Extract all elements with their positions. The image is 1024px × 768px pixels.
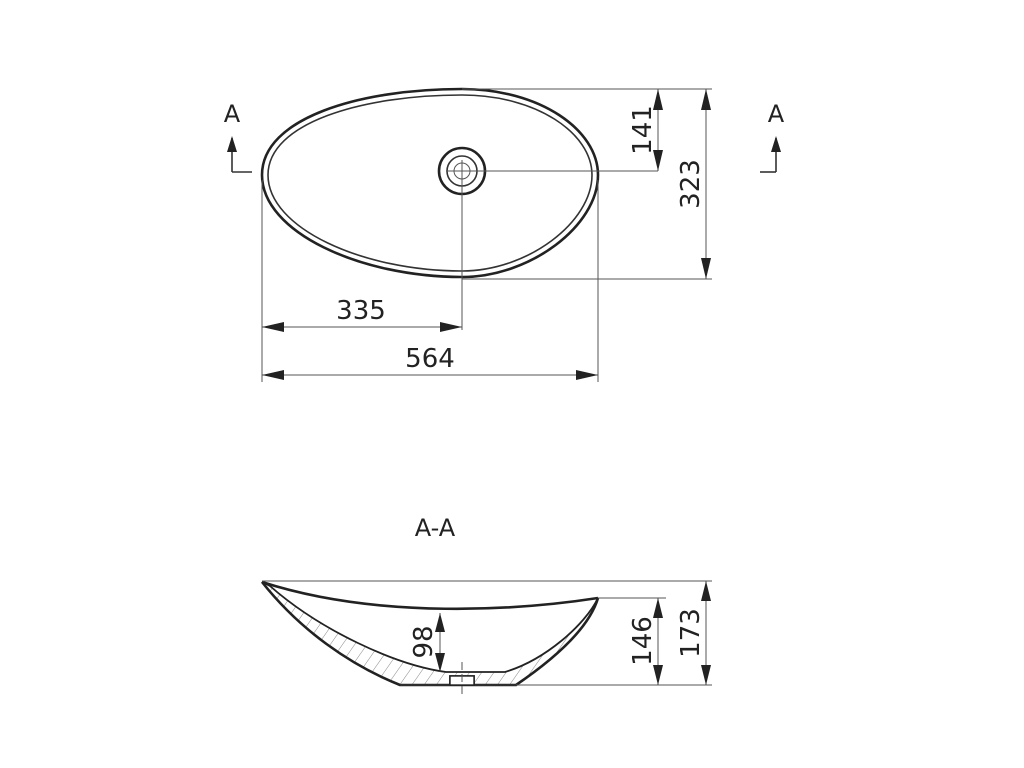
dim-146-label: 146 xyxy=(628,616,658,666)
dim-146-arrow-bottom xyxy=(653,665,663,685)
section-arrow-right xyxy=(771,136,781,152)
section-marker-left-label: A xyxy=(224,100,241,128)
dim-323-arrow-top xyxy=(701,89,711,110)
basin-section-inner-line xyxy=(261,580,599,611)
dim-323-label: 323 xyxy=(676,159,706,209)
dim-173-arrow-bottom xyxy=(701,665,711,685)
dim-98-arrow-bottom xyxy=(435,653,445,672)
dim-335-arrow-left xyxy=(262,322,284,332)
dim-173-label: 173 xyxy=(676,608,706,658)
section-marker-left: A xyxy=(224,100,252,173)
dim-141-label: 141 xyxy=(628,105,658,155)
dim-98-label: 98 xyxy=(409,625,439,658)
section-marker-right-label: A xyxy=(768,100,785,128)
dim-98-arrow-top xyxy=(435,613,445,632)
dim-146-arrow-top xyxy=(653,598,663,618)
basin-section-outer-line xyxy=(260,581,600,687)
dim-141-arrow-top xyxy=(653,89,663,110)
section-view: A-A 98 146 173 xyxy=(260,514,712,696)
dim-141-arrow-bottom xyxy=(653,150,663,171)
dim-323-arrow-bottom xyxy=(701,258,711,279)
section-arrow-left xyxy=(227,136,237,152)
dim-564-label: 564 xyxy=(405,344,455,374)
basin-outer-outline xyxy=(260,87,600,279)
plan-view: 141 323 335 564 A A xyxy=(224,87,785,382)
dim-564-arrow-left xyxy=(262,370,284,380)
dim-335-label: 335 xyxy=(336,296,386,326)
dim-335-arrow-right xyxy=(440,322,462,332)
section-title: A-A xyxy=(415,514,456,542)
dim-564-arrow-right xyxy=(576,370,598,380)
section-marker-right: A xyxy=(760,100,785,173)
dim-173-arrow-top xyxy=(701,581,711,601)
basin-inner-outline xyxy=(267,94,593,272)
